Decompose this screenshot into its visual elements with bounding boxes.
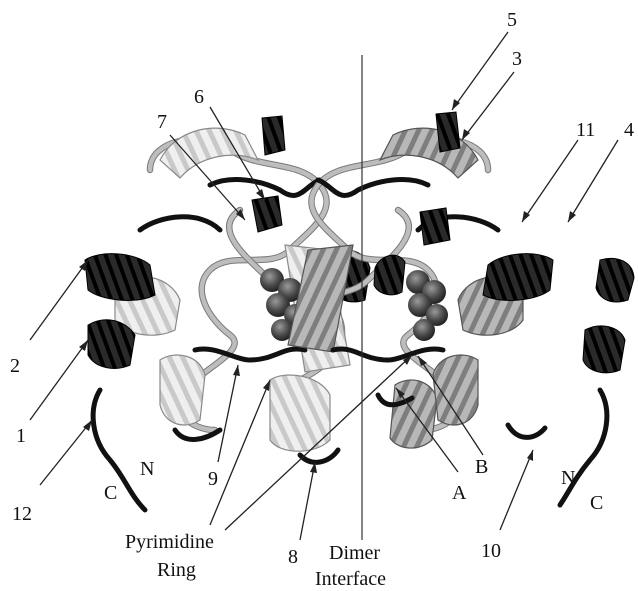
left-dark-helix-6 [262, 116, 285, 155]
label-dimer-line1: Dimer [329, 542, 380, 564]
arrow-8 [300, 462, 315, 540]
arrow-11 [522, 140, 578, 222]
left-dark-loop-low [175, 430, 220, 439]
left-dark-loop-8 [300, 450, 338, 462]
label-10: 10 [481, 540, 501, 562]
label-right-n-terminus: N [561, 467, 575, 489]
arrow-10 [500, 450, 533, 530]
label-1: 1 [16, 425, 26, 447]
right-dark-helix-5 [436, 112, 460, 152]
label-A: A [452, 482, 467, 504]
label-right-c-terminus: C [590, 492, 603, 514]
label-6: 6 [194, 86, 204, 108]
label-5: 5 [507, 9, 517, 31]
label-2: 2 [10, 355, 20, 377]
left-dark-loop-9 [195, 349, 305, 360]
arrow-9 [218, 365, 238, 462]
right-dark-helix-edge [596, 258, 634, 302]
left-helix-top [160, 128, 258, 178]
left-dark-loop-mid [140, 217, 220, 230]
label-4: 4 [624, 119, 634, 141]
label-12: 12 [12, 503, 32, 525]
label-left-n-terminus: N [140, 458, 154, 480]
label-dimer-line2: Interface [315, 568, 386, 590]
label-pyrimidine-line2: Ring [157, 559, 196, 581]
left-dark-helix-7 [252, 196, 282, 232]
label-7: 7 [157, 111, 167, 133]
label-left-c-terminus: C [104, 482, 117, 504]
right-dark-helix-11 [420, 208, 450, 245]
arrow-pyrimidine-right [225, 355, 412, 530]
arrow-5 [452, 32, 508, 110]
arrow-12 [40, 420, 92, 485]
label-3: 3 [512, 48, 522, 70]
left-dark-helix-1 [88, 320, 135, 369]
left-c-terminus-tail [93, 390, 145, 510]
right-dark-loop-10 [508, 425, 545, 437]
arrow-3 [462, 72, 514, 140]
right-dark-loop-top [318, 180, 428, 196]
right-dark-loop-B [333, 349, 443, 360]
arrow-2 [30, 260, 88, 340]
label-B: B [475, 456, 488, 478]
label-9: 9 [208, 468, 218, 490]
label-8: 8 [288, 546, 298, 568]
arrow-pyrimidine-left [210, 380, 270, 525]
left-dark-helix-2 [85, 254, 155, 301]
arrow-4 [568, 140, 618, 222]
right-dark-helix-4 [483, 254, 553, 301]
right-dark-helix-interface [374, 255, 405, 295]
left-helix-lowleft [160, 355, 205, 425]
arrow-1 [30, 340, 88, 420]
left-dark-loop-top [210, 180, 320, 196]
right-dark-helix-lower [583, 326, 625, 373]
label-pyrimidine-line1: Pyrimidine [125, 531, 214, 553]
right-monomer [288, 112, 634, 505]
label-11: 11 [576, 119, 595, 141]
